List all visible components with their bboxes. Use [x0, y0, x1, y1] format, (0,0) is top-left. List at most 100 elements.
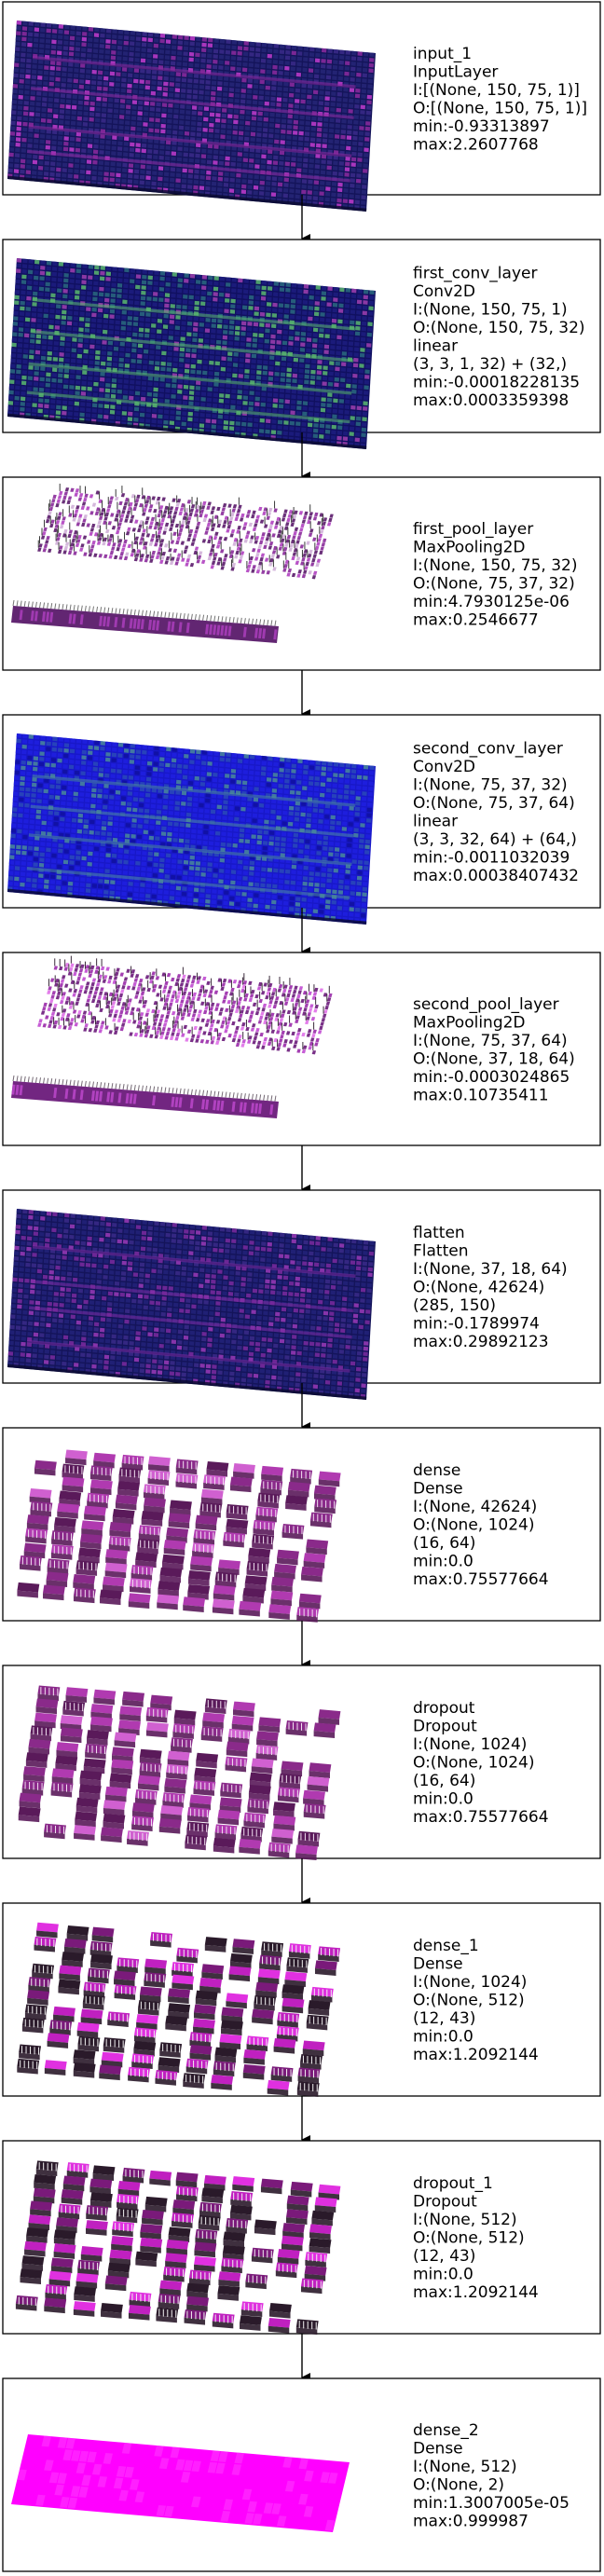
- activation-cell: [356, 67, 362, 72]
- activation-cell: [272, 70, 278, 75]
- activation-cell: [13, 68, 20, 73]
- activation-cell: [172, 34, 177, 39]
- pooled-cell: [259, 556, 264, 562]
- activation-cell: [228, 188, 235, 193]
- activation-cell: [272, 297, 279, 302]
- activation-cell: [240, 189, 247, 195]
- activation-cell: [186, 332, 192, 336]
- activation-cell: [257, 354, 263, 359]
- activation-cell: [361, 89, 366, 94]
- activation-cell: [249, 396, 254, 401]
- activation-cell: [196, 370, 202, 375]
- activation-cell: [293, 357, 299, 363]
- activation-cell: [299, 358, 305, 363]
- activation-cell: [100, 134, 105, 139]
- activation-cell: [130, 268, 136, 273]
- activation-cell: [362, 73, 367, 78]
- activation-cell: [142, 36, 147, 42]
- activation-cell: [242, 295, 248, 299]
- activation-cell: [85, 413, 91, 418]
- activation-cell: [207, 281, 213, 286]
- pooled-cell: [272, 567, 277, 571]
- activation-cell: [121, 173, 128, 178]
- activation-cell: [32, 171, 37, 175]
- pooled-spike: [240, 617, 242, 623]
- activation-cell: [54, 336, 60, 341]
- activation-cell: [17, 348, 22, 353]
- activation-cell: [43, 319, 48, 323]
- activation-cell: [111, 383, 117, 389]
- activation-cell: [211, 181, 217, 186]
- activation-cell: [267, 53, 272, 59]
- activation-cell: [325, 424, 331, 429]
- pooled-cell: [255, 569, 261, 574]
- activation-cell: [189, 41, 195, 47]
- activation-cell: [120, 321, 127, 325]
- activation-cell: [146, 59, 152, 63]
- activation-cell: [53, 108, 59, 114]
- activation-cell: [234, 336, 240, 341]
- pooled-cell: [181, 520, 185, 525]
- activation-cell: [44, 292, 50, 297]
- layer-info-line: I:(None, 150, 75, 32): [413, 556, 578, 575]
- activation-cell: [50, 389, 57, 393]
- activation-cell: [187, 780, 194, 786]
- activation-cell: [154, 38, 159, 43]
- activation-cell: [91, 307, 97, 312]
- activation-cell: [326, 783, 332, 788]
- activation-cell: [297, 46, 303, 51]
- activation-cell: [24, 317, 31, 322]
- activation-cell: [315, 158, 321, 164]
- activation-cell: [106, 124, 112, 130]
- activation-cell: [322, 760, 327, 766]
- activation-cell: [223, 187, 228, 193]
- activation-cell: [301, 427, 307, 432]
- pooled-cell: [283, 509, 288, 514]
- activation-cell: [32, 408, 37, 413]
- activation-cell: [312, 333, 318, 337]
- activation-cell: [174, 93, 180, 98]
- activation-cell: [32, 59, 38, 64]
- pooled-spike: [16, 600, 19, 607]
- activation-cell: [241, 179, 247, 184]
- activation-cell: [19, 84, 24, 89]
- activation-cell: [70, 30, 76, 35]
- activation-cell: [243, 147, 249, 152]
- pooled-cell: [79, 614, 84, 625]
- activation-cell: [114, 330, 120, 336]
- activation-cell: [327, 54, 333, 59]
- activation-cell: [23, 95, 30, 101]
- activation-cell: [325, 788, 332, 793]
- activation-cell: [21, 280, 27, 284]
- activation-cell: [50, 399, 56, 404]
- activation-cell: [242, 401, 248, 405]
- activation-cell: [254, 153, 261, 158]
- activation-cell: [100, 270, 105, 276]
- activation-cell: [76, 274, 81, 279]
- activation-cell: [217, 81, 223, 86]
- activation-cell: [359, 115, 365, 120]
- pooled-cell: [80, 543, 85, 548]
- pooled-cell: [269, 520, 275, 525]
- pooled-cell: [213, 556, 217, 561]
- activation-cell: [323, 349, 329, 355]
- pooled-cell: [307, 520, 311, 525]
- activation-cell: [164, 55, 171, 60]
- activation-cell: [175, 790, 181, 795]
- activation-cell: [208, 365, 214, 371]
- activation-cell: [315, 285, 321, 290]
- activation-cell: [130, 273, 135, 279]
- activation-cell: [27, 138, 34, 144]
- activation-cell: [272, 398, 279, 404]
- activation-cell: [79, 311, 85, 317]
- activation-cell: [224, 65, 230, 71]
- activation-cell: [208, 37, 213, 43]
- pooled-cell: [181, 557, 185, 562]
- activation-cell: [158, 49, 165, 54]
- activation-cell: [153, 292, 158, 296]
- pooled-cell: [158, 547, 162, 552]
- activation-cell: [304, 379, 309, 385]
- activation-cell: [350, 410, 356, 416]
- activation-cell: [211, 186, 216, 192]
- activation-cell: [152, 296, 158, 302]
